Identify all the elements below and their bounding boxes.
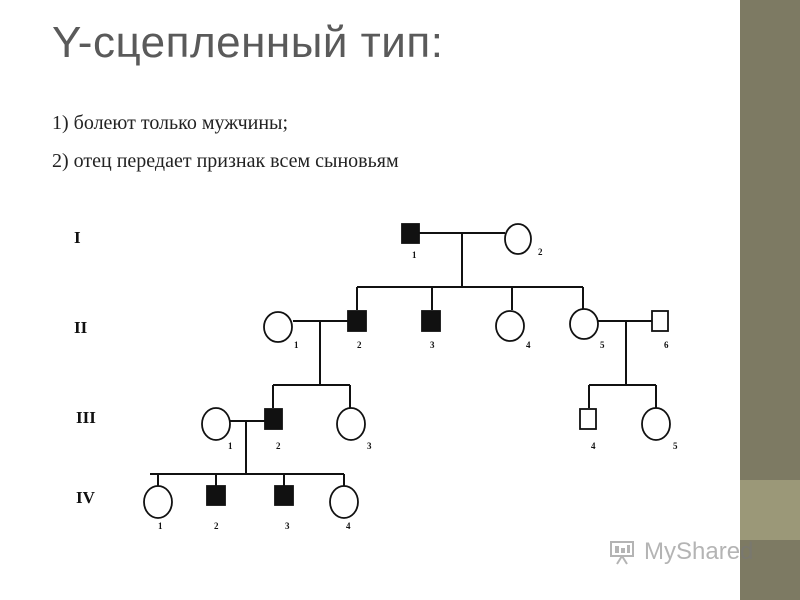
individual-label-II-1: 1: [294, 340, 299, 350]
individual-label-II-4: 4: [526, 340, 531, 350]
individual-label-II-6: 6: [664, 340, 669, 350]
individual-label-III-3: 3: [367, 441, 372, 451]
bullet-2: 2) отец передает признак всем сыновьям: [52, 150, 399, 172]
individual-II-4: [495, 310, 525, 342]
individual-III-2: [264, 408, 283, 430]
individual-label-II-2: 2: [357, 340, 362, 350]
generation-label-II: II: [74, 318, 88, 337]
pedigree-chart: I II III IV: [74, 223, 678, 531]
generation-label-III: III: [76, 408, 96, 427]
individual-III-1: [201, 407, 231, 441]
individual-label-II-5: 5: [600, 340, 605, 350]
individual-I-2: [504, 223, 532, 255]
individual-label-III-1: 1: [228, 441, 233, 451]
generation-label-IV: IV: [76, 488, 96, 507]
pedigree-lines: [150, 232, 657, 486]
watermark-text: MyShared: [644, 538, 754, 565]
slide-title: Y-сцепленный тип:: [52, 18, 444, 67]
individual-label-II-3: 3: [430, 340, 435, 350]
individual-label-III-4: 4: [591, 441, 596, 451]
individual-I-1: [401, 223, 420, 244]
individual-II-1: [263, 311, 293, 343]
individual-III-3: [336, 407, 366, 441]
individual-II-5: [569, 308, 599, 340]
decorative-side-strip-accent: [740, 480, 800, 540]
individual-III-5: [641, 407, 671, 441]
individual-IV-3: [274, 485, 294, 506]
individual-IV-2: [206, 485, 226, 506]
individual-II-2: [347, 310, 367, 332]
presentation-icon: [610, 541, 634, 565]
individual-IV-1: [143, 485, 173, 519]
individual-label-IV-4: 4: [346, 521, 351, 531]
individual-label-IV-3: 3: [285, 521, 290, 531]
individual-II-3: [421, 310, 441, 332]
individual-II-6: [651, 310, 669, 332]
individual-label-IV-1: 1: [158, 521, 163, 531]
bullet-1: 1) болеют только мужчины;: [52, 112, 289, 134]
watermark: MyShared: [608, 536, 753, 568]
individual-label-I-2: 2: [538, 247, 543, 257]
individual-III-4: [579, 408, 597, 430]
individual-label-III-2: 2: [276, 441, 281, 451]
individual-label-I-1: 1: [412, 250, 417, 260]
generation-label-I: I: [74, 228, 81, 247]
individual-label-III-5: 5: [673, 441, 678, 451]
individual-IV-4: [329, 485, 359, 519]
individual-label-IV-2: 2: [214, 521, 219, 531]
